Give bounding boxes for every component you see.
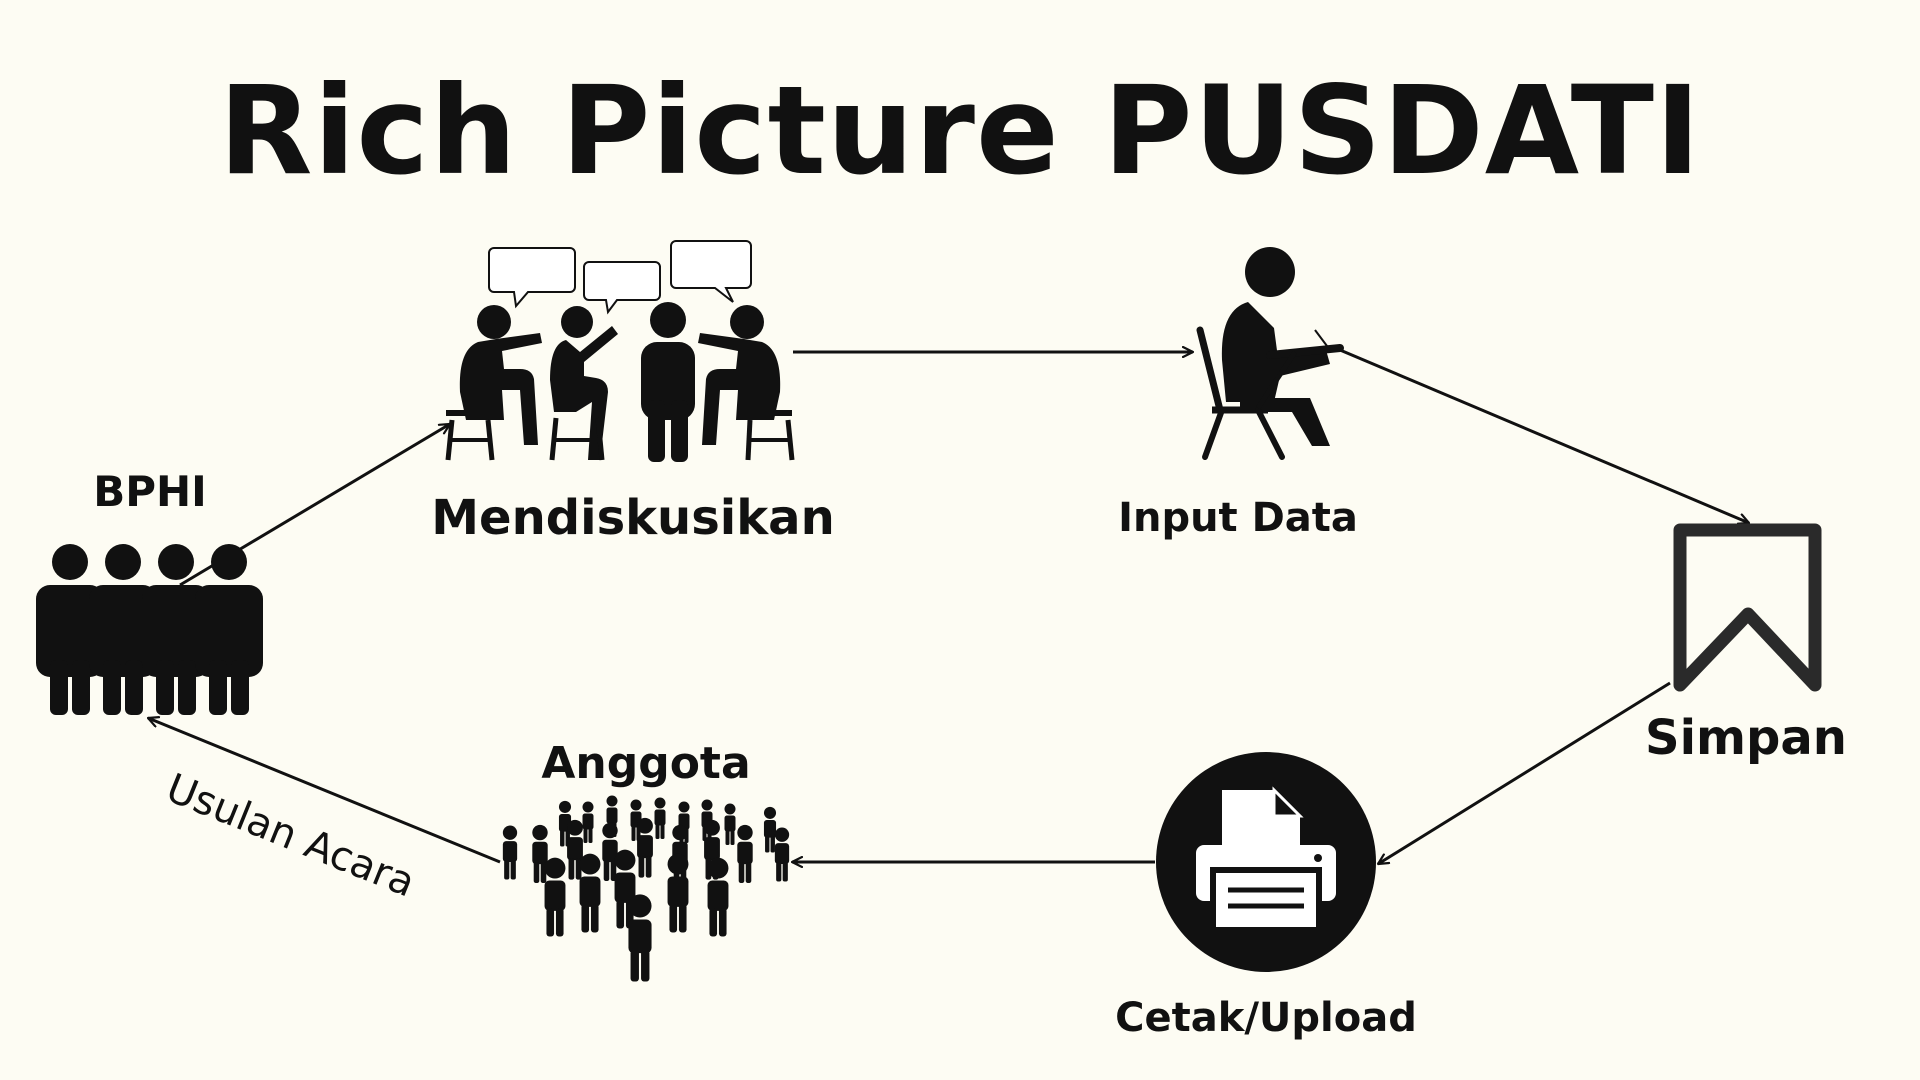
printer-icon — [1156, 752, 1376, 972]
edge-anggota-to-bphi — [148, 718, 501, 864]
node-label-anggota: Anggota — [541, 738, 751, 789]
discussion-group-icon — [445, 240, 795, 462]
edge-input-data-to-simpan — [1339, 348, 1749, 523]
diagram-title: Rich Picture PUSDATI — [218, 60, 1702, 202]
bookmark-icon — [1673, 523, 1822, 692]
node-label-mendiskusikan: Mendiskusikan — [431, 490, 835, 546]
node-label-cetak-upload: Cetak/Upload — [1115, 995, 1417, 1041]
person-writing-at-desk-icon — [1196, 247, 1344, 460]
node-label-bphi: BPHI — [93, 467, 207, 516]
edge-simpan-to-cetak-upload — [1378, 681, 1671, 866]
speech-bubble-icon — [488, 240, 752, 315]
people-group-icon — [36, 544, 263, 715]
node-label-simpan: Simpan — [1645, 710, 1847, 766]
node-label-input-data: Input Data — [1118, 495, 1358, 541]
